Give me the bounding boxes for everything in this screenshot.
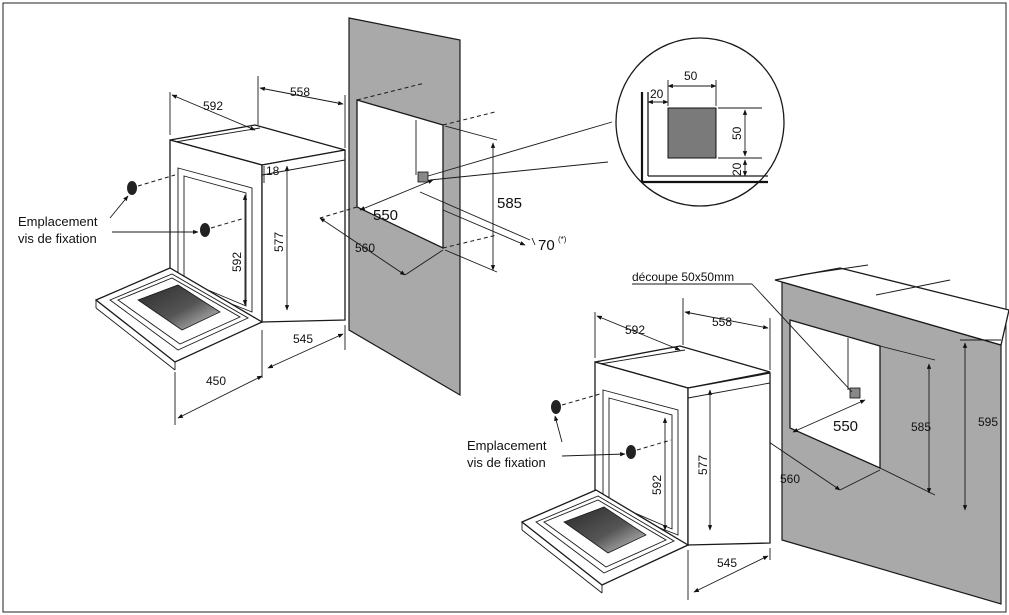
cutout-label: découpe 50x50mm xyxy=(632,270,734,284)
dim-right-body-height: 577 xyxy=(696,455,710,475)
door-glass xyxy=(563,506,647,554)
screw-icon xyxy=(127,174,176,195)
zoom-cutout xyxy=(667,107,717,159)
right-cabinet xyxy=(774,264,1009,605)
zoom-left-margin: 20 xyxy=(650,87,664,101)
niche-dimensions xyxy=(319,125,536,276)
screw-label-right-line1: Emplacement xyxy=(467,438,547,453)
dim-niche-height: 585 xyxy=(497,195,522,212)
dim-niche-depth: 560 xyxy=(355,241,375,255)
door-glass xyxy=(137,284,221,331)
wall-panel xyxy=(319,17,498,397)
dim-right-body-depth: 545 xyxy=(717,556,737,570)
zoom-cut-height: 50 xyxy=(730,126,744,140)
cutout-marker-right xyxy=(849,387,861,399)
left-dimensions xyxy=(169,76,346,425)
dim-niche-gap: 70 xyxy=(538,237,555,254)
dim-door-height: 592 xyxy=(230,252,244,272)
dim-niche-width: 550 xyxy=(373,207,398,224)
dim-body-height: 577 xyxy=(272,232,286,252)
dim-front-offset: 18 xyxy=(266,164,280,178)
right-oven-dimensions xyxy=(594,298,771,600)
screw-label-line1: Emplacement xyxy=(18,214,98,229)
dim-right-niche-width: 550 xyxy=(833,418,858,435)
zoom-bottom-margin: 20 xyxy=(730,162,744,176)
dim-body-depth: 545 xyxy=(293,332,313,346)
screw-icon xyxy=(551,393,601,414)
dim-right-oven-depth: 558 xyxy=(712,315,732,329)
dim-right-niche-depth: 560 xyxy=(780,472,800,486)
zoom-cut-width: 50 xyxy=(684,69,698,83)
screw-label-right-line2: vis de fixation xyxy=(467,455,546,470)
zoom-detail xyxy=(427,37,785,207)
dim-right-oven-width: 592 xyxy=(625,323,645,337)
right-niche-dimensions xyxy=(759,339,1001,511)
dim-right-niche-height: 585 xyxy=(911,420,931,434)
dim-door-open: 450 xyxy=(206,374,226,388)
footnote-marker: (*) xyxy=(558,235,567,244)
cutout-marker xyxy=(417,171,429,183)
dim-oven-depth: 558 xyxy=(290,85,310,99)
dim-right-niche-total: 595 xyxy=(978,415,998,429)
dim-oven-width: 592 xyxy=(203,99,223,113)
screw-icon xyxy=(200,217,246,237)
screw-label-line2: vis de fixation xyxy=(18,231,97,246)
dim-right-door-height: 592 xyxy=(650,475,664,495)
left-oven xyxy=(94,124,346,371)
